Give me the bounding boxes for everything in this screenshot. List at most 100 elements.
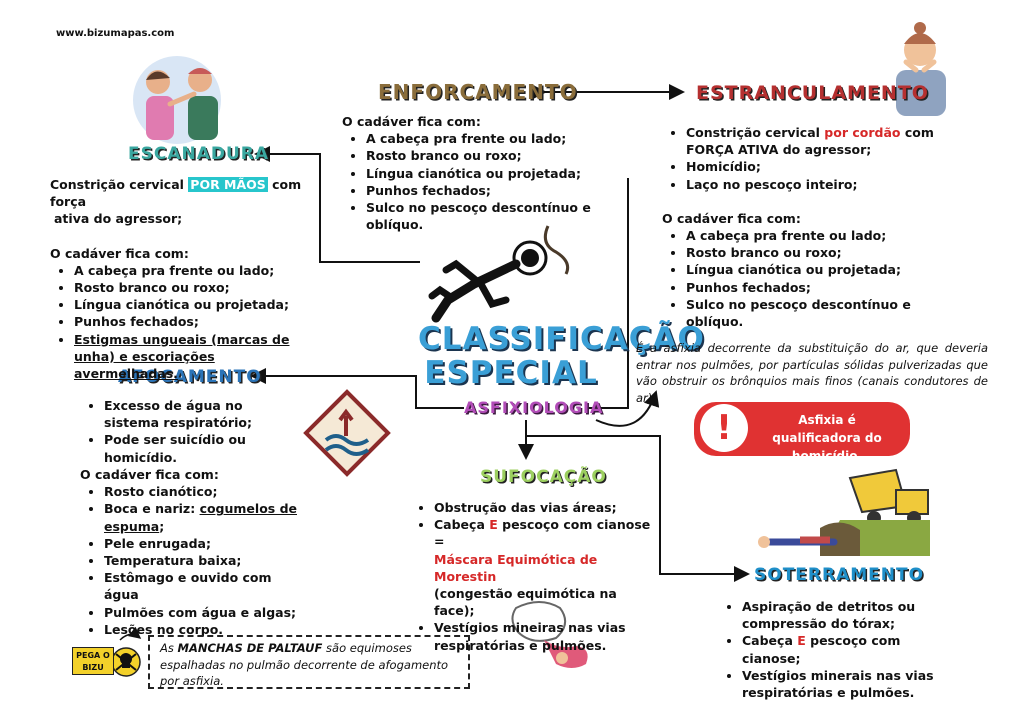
list-item: Vestígios minerais nas vias respiratória… — [742, 667, 958, 701]
afogamento-block-2: O cadáver fica com: Rosto cianótico; Boc… — [80, 466, 310, 638]
pillow-figure-icon — [511, 601, 588, 668]
sufocacao-list: Obstrução das vias áreas; Cabeça E pesco… — [410, 499, 656, 654]
truck-burial-icon — [758, 468, 930, 556]
title-afogamento: AFOCAMENTO — [118, 367, 262, 387]
title-estrangulamento: ESTRANCULAMENTO — [696, 82, 929, 104]
list-item: Punhos fechados; — [74, 313, 320, 330]
list-item: Língua cianótica ou projetada; — [74, 296, 320, 313]
afogamento-list: Excesso de água no sistema respiratório;… — [80, 397, 300, 466]
connector-esganadura — [254, 146, 420, 263]
list-item: Cabeça E pescoço com cianose =Máscara Eq… — [434, 516, 656, 619]
list-item: Língua cianótica ou projetada; — [366, 165, 632, 182]
red-text: Máscara Equimótica de Morestin — [434, 551, 598, 584]
bizu-tag: PEGA O BIZU — [72, 647, 114, 675]
list-item: Punhos fechados; — [686, 279, 962, 296]
curved-arrow-icon — [595, 390, 660, 427]
connector-soterramento — [526, 435, 750, 582]
bizu-tag-line1: PEGA O — [76, 651, 110, 660]
text-span: são equimoses espalhadas no pulmão decor… — [160, 641, 449, 688]
text-span: com FORÇA ATIVA do agressor; — [686, 125, 934, 158]
list-item: Rosto branco ou roxo; — [686, 244, 962, 261]
esganadura-block: Constrição cervical POR MÃOS com força a… — [50, 176, 320, 382]
text-span: Constrição cervical — [50, 177, 189, 192]
estrangulamento-list-2: A cabeça pra frente ou lado; Rosto branc… — [662, 227, 962, 330]
title-soterramento: SOTERRAMENTO — [754, 565, 925, 585]
list-item: Rosto cianótico; — [104, 483, 310, 500]
underlined-text: cogumelos de espuma — [104, 501, 297, 534]
list-item: Laço no pescoço inteiro; — [686, 176, 962, 193]
enforcamento-list: A cabeça pra frente ou lado; Rosto branc… — [342, 130, 632, 233]
afogamento-intro: O cadáver fica com: — [80, 467, 219, 482]
center-subtitle: ASFIXIOLOGIA — [464, 398, 604, 417]
list-item: Punhos fechados; — [366, 182, 632, 199]
list-item: Pulmões com água e algas; — [104, 604, 310, 621]
list-item: Constrição cervical por cordão com FORÇA… — [686, 124, 962, 158]
emphasis-text: MANCHAS DE PALTAUF — [177, 641, 323, 655]
enforcamento-block: O cadáver fica com: A cabeça pra frente … — [342, 113, 632, 233]
connector-afogamento — [250, 368, 464, 409]
highlight-text: POR MÃOS — [188, 177, 268, 192]
text-span: pescoço com cianose = — [434, 517, 651, 550]
text-span: pescoço com cianose; — [742, 633, 901, 666]
alert-icon: ! — [700, 404, 748, 452]
list-item: A cabeça pra frente ou lado; — [74, 262, 320, 279]
site-url[interactable]: www.bizumapas.com — [56, 28, 175, 39]
title-sufocacao: SUFOCAÇÃO — [480, 467, 607, 487]
sufocacao-block: Obstrução das vias áreas; Cabeça E pesco… — [410, 499, 656, 654]
text-span: Cabeça — [742, 633, 798, 649]
list-item: Obstrução das vias áreas; — [434, 499, 656, 516]
connector-estrangulamento — [588, 178, 629, 409]
alert-text: Asfixia é qualificadora do homicídio. — [772, 413, 882, 463]
text-span: Boca e nariz: — [104, 501, 200, 517]
list-item: Temperatura baixa; — [104, 552, 310, 569]
strangled-person-icon — [896, 22, 946, 116]
list-item: A cabeça pra frente ou lado; — [686, 227, 962, 244]
text-span: Cabeça — [434, 517, 490, 533]
skull-icon — [111, 626, 142, 677]
list-item: Rosto branco ou roxo; — [366, 147, 632, 164]
text-span: com força — [50, 177, 302, 210]
soterramento-description: É a asfixia decorrente da substituição d… — [636, 341, 988, 405]
afogamento-block: Excesso de água no sistema respiratório;… — [80, 397, 300, 466]
esganadura-list: A cabeça pra frente ou lado; Rosto branc… — [50, 262, 320, 382]
bizu-text: As MANCHAS DE PALTAUF são equimoses espa… — [160, 640, 464, 690]
list-item: Estigmas ungueais (marcas de unha) e esc… — [74, 331, 320, 383]
title-enforcamento: ENFORCAMENTO — [378, 80, 578, 104]
center-title: CLASSIFICAÇÃO ESPECIAL — [418, 321, 705, 391]
bizu-box — [148, 635, 470, 689]
soterramento-list: Aspiração de detritos ou compressão do t… — [718, 598, 958, 701]
center-title-line1: CLASSIFICAÇÃO — [418, 321, 705, 357]
list-item: Excesso de água no sistema respiratório; — [104, 397, 300, 431]
enforcamento-intro: O cadáver fica com: — [342, 114, 481, 129]
soterramento-block: Aspiração de detritos ou compressão do t… — [718, 598, 958, 701]
list-item: Pele enrugada; — [104, 535, 310, 552]
list-item: Sulco no pescoço descontínuo e oblíquo. — [686, 296, 962, 330]
hanging-figure-icon — [428, 225, 570, 323]
red-text: por cordão — [824, 125, 901, 140]
title-esganadura: ESCANADURA — [128, 144, 270, 164]
estrangulamento-intro: O cadáver fica com: — [662, 210, 801, 226]
drowning-warning-icon — [303, 389, 391, 477]
list-item: Cabeça E pescoço com cianose; — [742, 632, 958, 666]
text-span: As — [160, 641, 178, 655]
list-item: Boca e nariz: cogumelos de espuma; — [104, 500, 310, 534]
list-item: A cabeça pra frente ou lado; — [366, 130, 632, 147]
center-title-line2: ESPECIAL — [424, 355, 598, 391]
text-span: (congestão equimótica na face); — [434, 586, 617, 619]
esganadura-line2: ativa do agressor; — [54, 211, 183, 227]
red-text: E — [489, 517, 498, 533]
list-item: Pode ser suicídio ou homicídio. — [104, 431, 300, 465]
text-span: Constrição cervical — [686, 125, 825, 140]
red-text: E — [797, 633, 806, 649]
bizu-tag-line2: BIZU — [82, 663, 104, 672]
list-item: Estômago e ouvido com água — [104, 569, 310, 603]
estrangulamento-list: Constrição cervical por cordão com FORÇA… — [662, 124, 962, 193]
list-item: Lesões no corpo. — [104, 621, 310, 638]
list-item: Sulco no pescoço descontínuo e oblíquo. — [366, 199, 632, 233]
list-item: Rosto branco ou roxo; — [74, 279, 320, 296]
list-item: Língua cianótica ou projetada; — [686, 261, 962, 278]
esganadura-intro: O cadáver fica com: — [50, 245, 189, 261]
estrangulamento-block: Constrição cervical por cordão com FORÇA… — [662, 124, 962, 330]
esganadura-line1: Constrição cervical POR MÃOS com força — [50, 176, 320, 210]
